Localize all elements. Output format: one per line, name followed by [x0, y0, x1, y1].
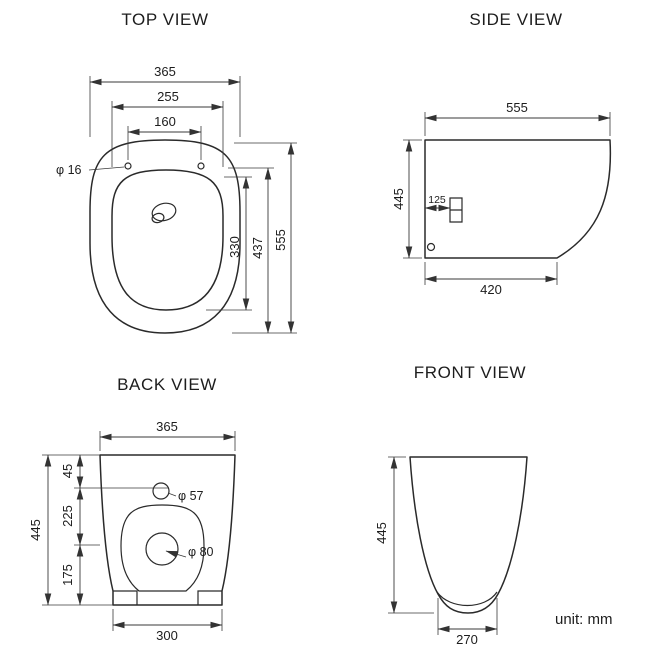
dim-top-seat-width: 255 [111, 89, 224, 167]
top-view-title: TOP VIEW [121, 10, 208, 29]
dim-back-outlet-diameter: φ 80 [165, 545, 214, 559]
foot-right [197, 590, 222, 605]
dim-label-front-overall-height: 445 [374, 522, 389, 544]
base-rim-arc [436, 591, 498, 606]
dim-side-base-depth: 420 [424, 262, 558, 297]
dim-front-base-width: 270 [437, 598, 498, 647]
dim-label-hinge-hole-diameter: φ 16 [56, 163, 82, 177]
dim-back-inlet-diameter: φ 57 [167, 489, 204, 503]
dim-label-back-overall-height: 445 [28, 519, 43, 541]
dim-top-overall-length: 555 [232, 142, 297, 334]
hinge-hole-right [197, 162, 205, 170]
dim-back-overall-width: 365 [99, 419, 236, 451]
back-cover-outline [120, 504, 205, 592]
dim-top-hinge-hole-diameter: φ 16 [56, 163, 125, 177]
dim-side-mount-offset: 125 [424, 194, 451, 212]
dim-front-overall-height: 445 [374, 456, 434, 614]
back-view: BACK VIEW 365 45 225 175 [28, 375, 236, 643]
outlet-hole [145, 532, 179, 566]
seat-inner-outline [111, 169, 224, 311]
dim-top-seat-length: 437 [228, 167, 274, 334]
leader-line [88, 166, 125, 171]
dim-label-front-base-width: 270 [456, 632, 478, 647]
dim-label-top-bowl-length: 330 [227, 236, 242, 258]
front-view-title: FRONT VIEW [414, 363, 526, 382]
back-view-outline [99, 454, 236, 606]
dim-label-top-seat-length: 437 [250, 237, 265, 259]
dim-label-top-seat-width: 255 [157, 89, 179, 104]
dim-label-side-mount-offset: 125 [428, 194, 446, 206]
dim-top-overall-width: 365 [89, 64, 241, 137]
dim-label-back-mid-section: 225 [60, 505, 75, 527]
dim-back-left-stack: 45 225 175 445 [28, 454, 168, 606]
leader-line [167, 492, 177, 497]
dim-label-back-overall-width: 365 [156, 419, 178, 434]
back-body-outline [99, 454, 236, 606]
front-view-outline [409, 456, 528, 614]
back-view-title: BACK VIEW [117, 375, 217, 394]
dim-label-back-inlet-offset: 45 [60, 464, 75, 478]
hinge-hole-left [124, 162, 132, 170]
dim-label-side-overall-depth: 555 [506, 100, 528, 115]
dim-side-overall-depth: 555 [424, 100, 611, 136]
dim-top-hinge-spacing: 160 [127, 114, 202, 160]
leader-arrow [165, 550, 187, 558]
dim-label-back-lower-section: 175 [60, 564, 75, 586]
inlet-hole [152, 482, 170, 500]
foot-left [113, 590, 138, 605]
side-profile-outline [424, 139, 612, 259]
top-view: TOP VIEW 365 255 160 [56, 10, 297, 334]
dim-side-overall-height: 445 [391, 139, 422, 259]
flush-opening-inner [151, 212, 165, 224]
dim-label-top-overall-length: 555 [273, 229, 288, 251]
flush-opening-outer [151, 202, 177, 222]
side-view-title: SIDE VIEW [469, 10, 562, 29]
front-view: FRONT VIEW 445 270 [374, 363, 528, 647]
side-view-outline [424, 139, 612, 259]
top-view-outline [89, 139, 241, 334]
front-body-outline [409, 456, 528, 614]
unit-label: unit: mm [555, 611, 613, 628]
dim-label-back-inlet-diameter: φ 57 [178, 489, 204, 503]
dim-label-back-outlet-diameter: φ 80 [188, 545, 214, 559]
mounting-bracket [449, 197, 463, 223]
dim-top-bowl-length: 330 [206, 176, 252, 311]
bowl-outer-outline [89, 139, 241, 334]
dim-label-side-overall-height: 445 [391, 188, 406, 210]
dim-label-top-hinge-spacing: 160 [154, 114, 176, 129]
dim-back-base-width: 300 [112, 609, 223, 643]
dim-label-top-overall-width: 365 [154, 64, 176, 79]
drain-hole [426, 242, 436, 252]
dim-label-back-base-width: 300 [156, 628, 178, 643]
side-view: SIDE VIEW 555 445 125 420 [391, 10, 612, 297]
dim-label-side-base-depth: 420 [480, 282, 502, 297]
